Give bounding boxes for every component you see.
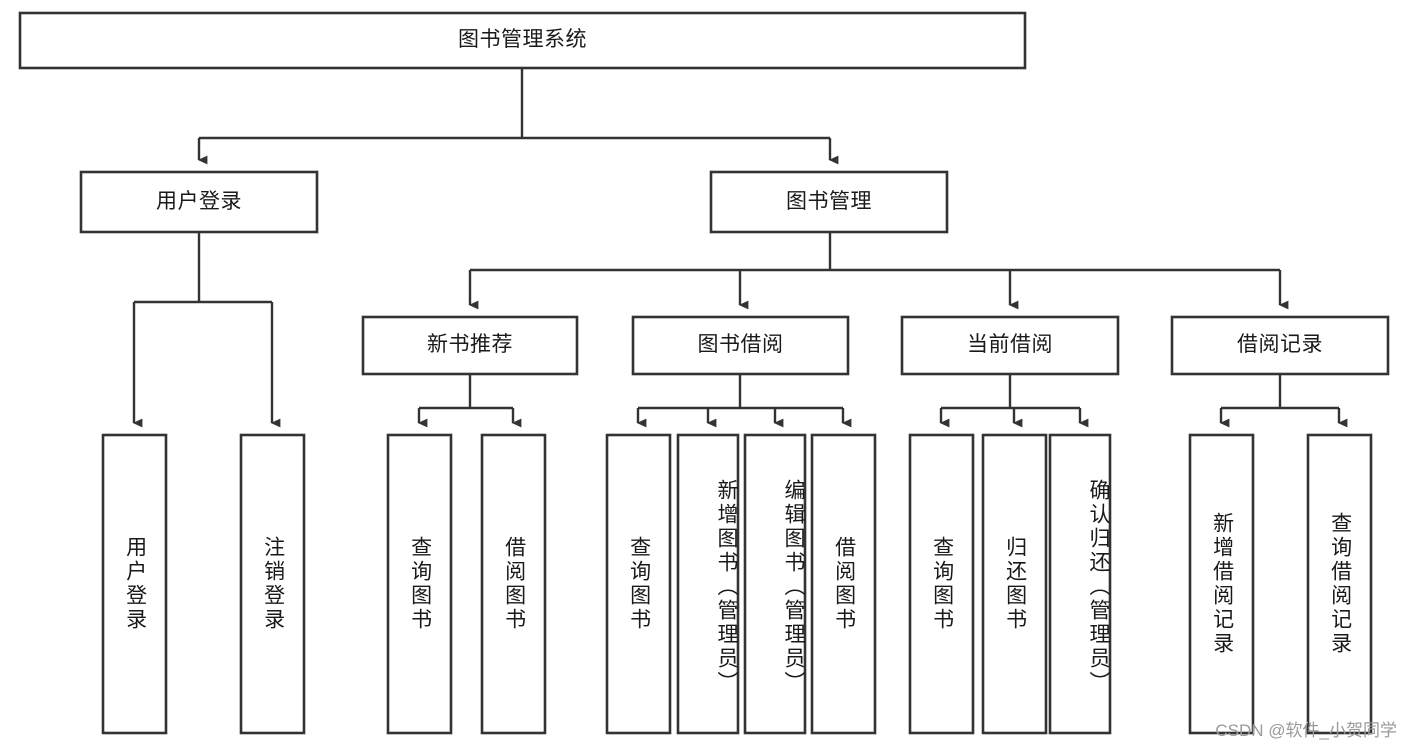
leaf-box-query-book-1[interactable] [386, 433, 453, 735]
node-box-root[interactable] [18, 11, 1027, 70]
node-box-book-management[interactable] [709, 170, 949, 234]
leaf-box-user-logout[interactable] [239, 433, 306, 735]
leaf-box-confirm-return[interactable] [1048, 433, 1112, 735]
leaf-box-return-book[interactable] [981, 433, 1048, 735]
node-box-borrow-record[interactable] [1170, 315, 1390, 376]
watermark-text: CSDN @软件_小贺同学 [1215, 721, 1397, 740]
leaf-box-query-record[interactable] [1306, 433, 1373, 735]
node-box-user-login[interactable] [79, 170, 319, 234]
leaf-box-query-book-3[interactable] [908, 433, 975, 735]
leaf-box-query-book-2[interactable] [605, 433, 672, 735]
node-box-current-borrow[interactable] [900, 315, 1120, 376]
leaf-box-edit-book[interactable] [743, 433, 807, 735]
node-box-new-book-recommend[interactable] [361, 315, 579, 376]
leaf-box-borrow-book-2[interactable] [810, 433, 877, 735]
leaf-box-add-book[interactable] [676, 433, 740, 735]
node-box-book-borrow[interactable] [631, 315, 850, 376]
leaf-box-borrow-book-1[interactable] [480, 433, 547, 735]
leaf-box-user-login[interactable] [101, 433, 168, 735]
leaf-box-add-record[interactable] [1188, 433, 1255, 735]
